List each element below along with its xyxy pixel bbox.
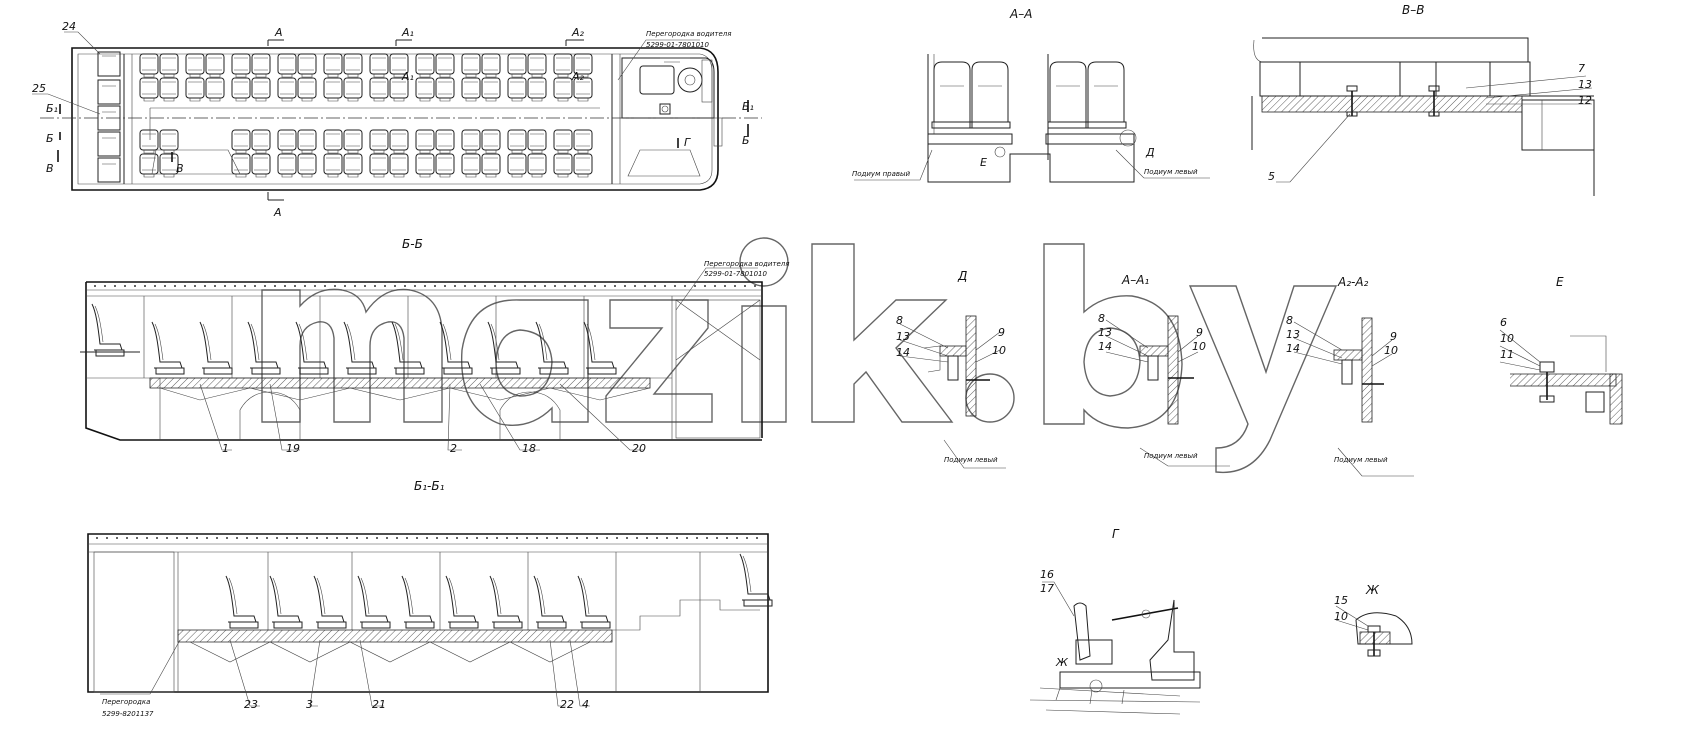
mark-a2-top: А₂ (571, 26, 585, 39)
callout-18: 18 (522, 442, 536, 455)
callout-13-a1: 13 (1098, 326, 1112, 339)
detail-a-a1: А–А₁ (1105, 273, 1230, 467)
callout-21: 21 (372, 698, 386, 711)
podium-left-label-a2: Подиум левый (1334, 456, 1388, 464)
mark-a1-mid: А₁ (401, 70, 414, 83)
callout-10-d: 10 (992, 344, 1006, 357)
detail-a2-a2-title: А₂-А₂ (1337, 275, 1369, 289)
detail-d: Д (899, 269, 1006, 469)
callout-19: 19 (286, 442, 300, 455)
callout-13-vv: 13 (1578, 78, 1592, 91)
callout-15: 15 (1334, 594, 1348, 607)
mark-zh-g: Ж (1055, 656, 1069, 669)
callout-5: 5 (1268, 170, 1275, 183)
driver-partition-label-plan: Перегородка водителя (646, 30, 731, 38)
podium-left-label-aa: Подиум левый (1144, 168, 1198, 176)
section-b1-b1-title: Б₁-Б₁ (414, 479, 445, 493)
section-v-v: B–B (1251, 3, 1595, 196)
driver-partition-label-bb: Перегородка водителя (704, 260, 789, 268)
detail-a-a1-title: А–А₁ (1121, 273, 1149, 287)
detail-d-title: Д (957, 269, 967, 283)
mark-e-aa: Е (980, 156, 987, 169)
callout-8-d: 8 (896, 314, 903, 327)
callout-17: 17 (1040, 582, 1054, 595)
callout-1: 1 (222, 442, 229, 455)
callout-22: 22 (560, 698, 574, 711)
callout-11: 11 (1500, 348, 1514, 361)
callout-10-e: 10 (1500, 332, 1514, 345)
section-b-b-title: Б-Б (402, 237, 423, 251)
partition-label: Перегородка (102, 698, 150, 706)
callout-16: 16 (1040, 568, 1054, 581)
rear-seat-block (97, 51, 121, 183)
callout-24: 24 (62, 20, 76, 33)
podium-right-label: Подиум правый (852, 170, 911, 178)
mark-d-aa: Д (1145, 146, 1155, 159)
callout-4: 4 (582, 698, 589, 711)
detail-zh: Ж (1335, 583, 1413, 657)
callout-9-a1: 9 (1196, 326, 1203, 339)
section-a-a: A–A Подиум правый Подиум левый Е Д (852, 7, 1210, 183)
podium-left-label-d: Подиум левый (944, 456, 998, 464)
mark-g-plan: Г (684, 136, 691, 149)
driver-cab (621, 57, 723, 147)
detail-e-title: Е (1556, 275, 1564, 289)
callout-7: 7 (1578, 62, 1585, 75)
view-g-title: Г (1112, 527, 1120, 541)
mark-a2-mid: А₂ (571, 70, 585, 83)
callout-20: 20 (632, 442, 646, 455)
section-b-b: Б-Б Перегородка водителя 5299-01-7801010 (80, 237, 789, 451)
callout-13-a2: 13 (1286, 328, 1300, 341)
section-b1-b1: Б₁-Б₁ (87, 479, 773, 707)
mark-b-right: Б (742, 134, 750, 147)
callout-14-d: 14 (896, 346, 910, 359)
passenger-seat-rows-right (139, 129, 593, 178)
callout-10-a2: 10 (1384, 344, 1398, 357)
mark-b-left: Б (46, 132, 54, 145)
driver-partition-code-plan: 5299-01-7801010 (646, 41, 709, 49)
mark-b1-right: Б₁ (742, 100, 754, 113)
section-a-a-title: A–A (1009, 7, 1032, 21)
callout-8-a1: 8 (1098, 312, 1105, 325)
plan-view: А А₁ А₂ А₁ А₂ А Б₁ Б В Б₁ Б В Г 24 25 Пе… (32, 20, 762, 219)
callout-3: 3 (306, 698, 313, 711)
callout-13-d: 13 (896, 330, 910, 343)
detail-e: Е (1499, 275, 1623, 425)
section-markers-plan (57, 39, 749, 201)
mark-a-bottom: А (273, 206, 282, 219)
callout-10-zh: 10 (1334, 610, 1348, 623)
detail-zh-title: Ж (1365, 583, 1380, 597)
passenger-seat-rows-left (139, 53, 593, 102)
detail-a2-a2: А₂-А₂ (1293, 275, 1414, 477)
callout-9-d: 9 (998, 326, 1005, 339)
callout-25: 25 (32, 82, 46, 95)
callout-12: 12 (1578, 94, 1592, 107)
section-v-v-title: B–B (1402, 3, 1424, 17)
callout-2: 2 (450, 442, 457, 455)
mark-a-top: А (274, 26, 283, 39)
callout-23: 23 (244, 698, 258, 711)
mark-v-mid: В (176, 162, 184, 175)
mark-b1-left: Б₁ (46, 102, 58, 115)
partition-code: 5299-8201137 (102, 710, 154, 718)
callout-14-a1: 14 (1098, 340, 1112, 353)
callout-14-a2: 14 (1286, 342, 1300, 355)
callout-9-a2: 9 (1390, 330, 1397, 343)
callout-8-a2: 8 (1286, 314, 1293, 327)
driver-partition-code-bb: 5299-01-7801010 (704, 270, 767, 278)
mark-v-left: В (46, 162, 54, 175)
view-g-driver-seat: Г (1029, 527, 1201, 715)
podium-left-label-a1: Подиум левый (1144, 452, 1198, 460)
callout-10-a1: 10 (1192, 340, 1206, 353)
mark-a1-top: А₁ (401, 26, 414, 39)
callout-6: 6 (1500, 316, 1507, 329)
